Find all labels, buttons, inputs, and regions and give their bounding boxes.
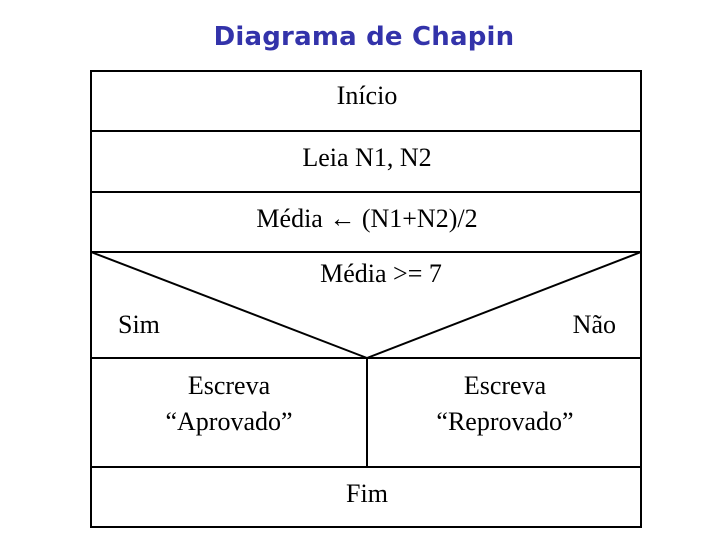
no-branch-line1: Escreva [464,371,547,400]
block-read: Leia N1, N2 [302,143,431,172]
decision-yes-label: Sim [118,310,160,339]
diagram-title: Diagrama de Chapin [213,22,515,52]
block-start: Início [337,81,398,110]
yes-branch-line2: “Aprovado” [165,407,292,436]
decision-diagonal-right [366,251,642,359]
yes-branch-line1: Escreva [188,371,271,400]
block-assign: Média ← (N1+N2)/2 [256,204,477,233]
no-branch-line2: “Reprovado” [436,407,573,436]
decision-diagonal-left [90,251,368,359]
decision-condition: Média >= 7 [320,259,442,288]
diagram-frame [90,70,642,528]
decision-no-label: Não [573,310,616,339]
block-end: Fim [346,479,388,508]
